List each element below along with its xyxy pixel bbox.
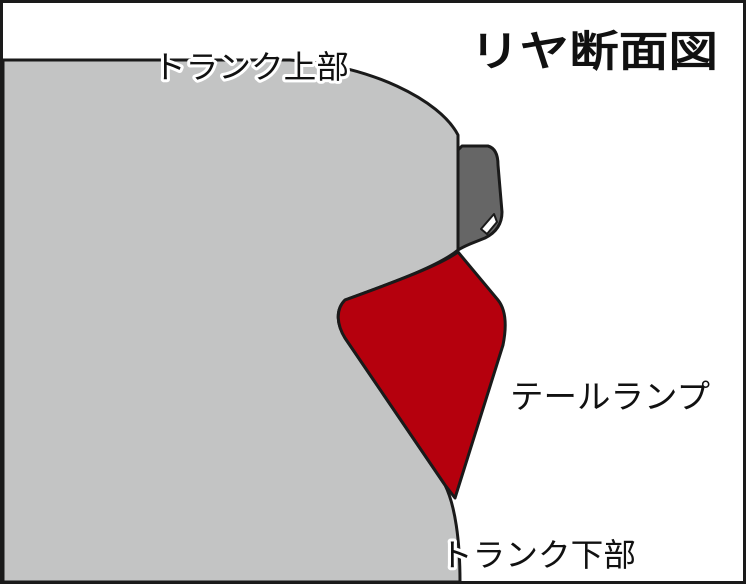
side-marker-highlight bbox=[480, 213, 498, 235]
trunk-top-label: トランク上部 bbox=[153, 48, 349, 86]
tail-lamp-section bbox=[336, 250, 507, 500]
tail-lamp-label: テールランプ bbox=[510, 377, 710, 416]
trunk-bottom-label: トランク下部 bbox=[440, 536, 636, 574]
diagram-title: リヤ断面図 bbox=[470, 27, 718, 76]
